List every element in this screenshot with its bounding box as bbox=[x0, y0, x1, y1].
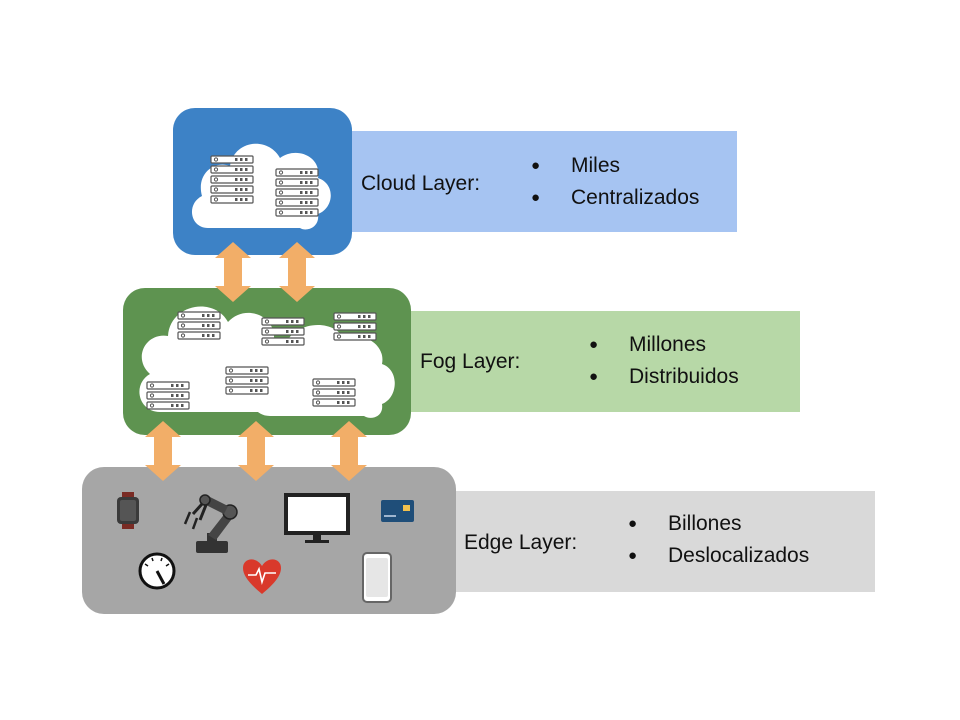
bidirectional-arrow-icon bbox=[145, 421, 181, 481]
heart-rate-icon bbox=[243, 559, 281, 594]
bidirectional-arrow-icon bbox=[238, 421, 274, 481]
list-item: Distribuidos bbox=[589, 361, 739, 393]
cloud-icon bbox=[191, 143, 331, 230]
list-item: Deslocalizados bbox=[628, 540, 809, 572]
robot-arm-icon bbox=[183, 494, 238, 553]
list-item: Centralizados bbox=[531, 182, 699, 214]
card-icon bbox=[381, 500, 414, 522]
fog-layer-label: Fog Layer: bbox=[420, 350, 521, 373]
list-item: Miles bbox=[531, 150, 699, 182]
bidirectional-arrow-icon bbox=[331, 421, 367, 481]
cloud-layer-label: Cloud Layer: bbox=[361, 172, 481, 195]
list-item: Millones bbox=[589, 329, 739, 361]
edge-layer-label: Edge Layer: bbox=[464, 531, 578, 554]
monitor-icon bbox=[284, 493, 350, 543]
bidirectional-arrow-icon bbox=[279, 242, 315, 302]
cloud-layer-bullets: Miles Centralizados bbox=[531, 150, 699, 214]
smartwatch-icon bbox=[117, 492, 139, 529]
list-item: Billones bbox=[628, 508, 809, 540]
fog-layer-bullets: Millones Distribuidos bbox=[589, 329, 739, 393]
edge-layer-bullets: Billones Deslocalizados bbox=[628, 508, 809, 572]
bidirectional-arrow-icon bbox=[215, 242, 251, 302]
gauge-icon bbox=[138, 552, 176, 590]
smartphone-icon bbox=[362, 552, 392, 603]
edge-layer-box bbox=[82, 467, 456, 614]
